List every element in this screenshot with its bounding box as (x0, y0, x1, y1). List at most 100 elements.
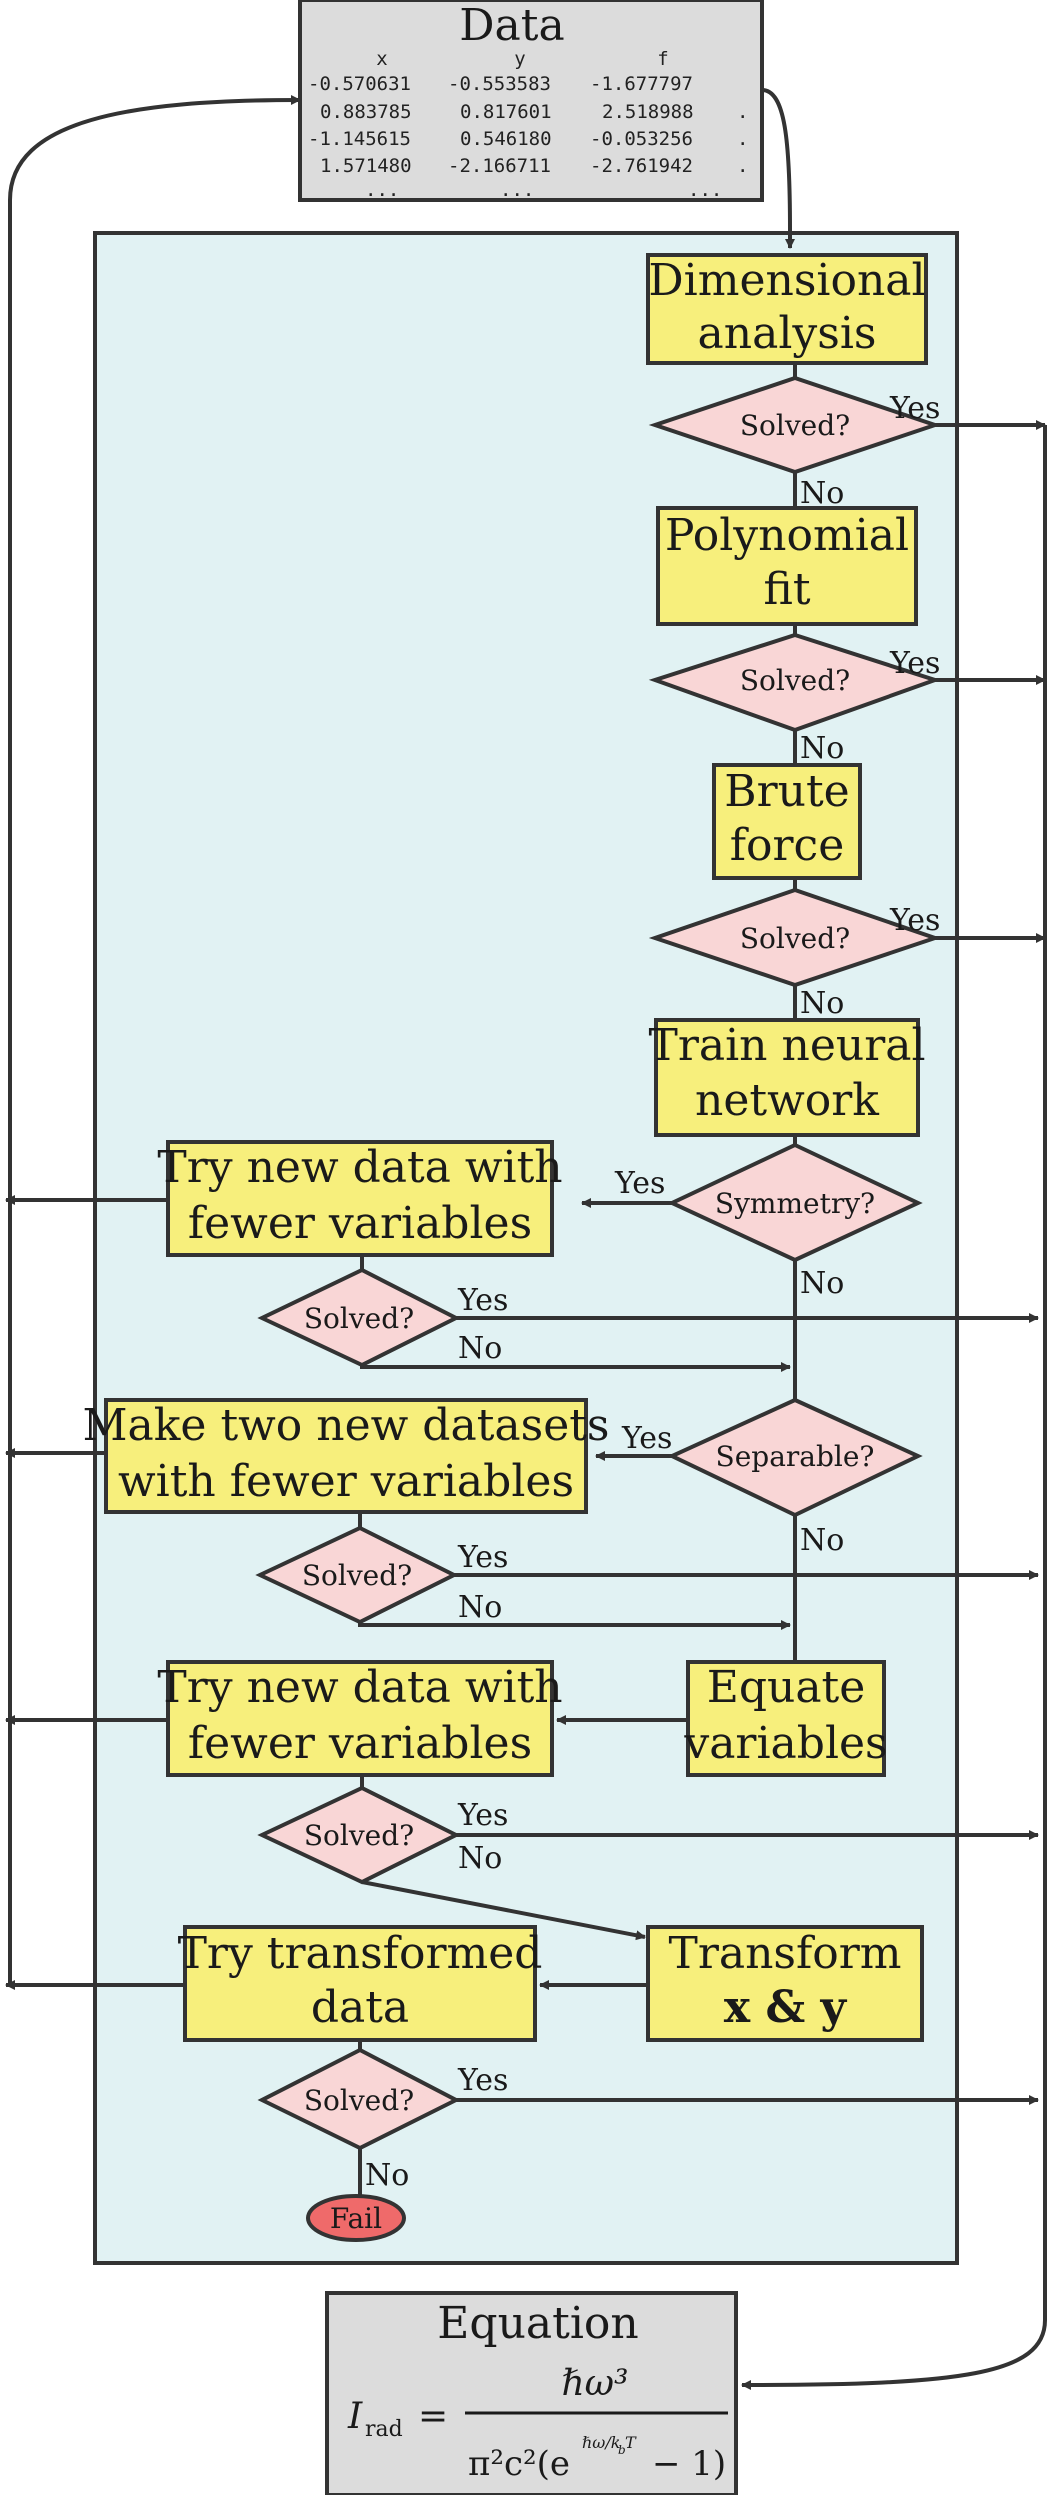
data-cell: . (737, 101, 748, 123)
data-cell: 1.571480 (320, 155, 412, 177)
eq-denominator-a: π²c²(e (468, 2444, 570, 2484)
yes-label: Yes (457, 2063, 508, 2098)
eq-lhs-sub: rad (365, 2417, 403, 2442)
data-box: Data x y f -0.570631 -0.553583 -1.677797… (298, 0, 764, 202)
data-to-analysis-arrow (761, 88, 795, 249)
no-label: No (800, 476, 844, 511)
data-cell: ... (365, 179, 399, 201)
eq-exponent: ℏω/k (582, 2433, 620, 2452)
step-label: Try new data with (157, 1662, 562, 1713)
data-cell: 0.883785 (320, 101, 412, 123)
eq-equals: = (418, 2396, 448, 2437)
data-cell: 2.518988 (602, 101, 694, 123)
yes-label: Yes (457, 1540, 508, 1575)
step-transform: Transform x & y (646, 1925, 924, 2042)
step-label: fit (763, 564, 810, 615)
data-cell: . (737, 128, 748, 150)
step-try-new-1: Try new data with fewer variables (157, 1140, 563, 1257)
step-label: Equate (707, 1662, 866, 1713)
decision-symmetry: Symmetry? (667, 1142, 923, 1263)
no-label: No (458, 1590, 502, 1625)
step-label: x & y (724, 1982, 848, 2033)
no-arrow (360, 1362, 791, 1372)
no-label: No (800, 1266, 844, 1301)
left-feedback-rail (8, 95, 301, 1985)
decision-label: Solved? (302, 1559, 412, 1592)
yes-label: Yes (889, 391, 940, 426)
step-label: Train neural (648, 1020, 925, 1071)
step-label: force (730, 820, 845, 871)
eq-exponent-t: T (625, 2433, 637, 2452)
step-label: Try transformed (178, 1928, 543, 1979)
step-label: variables (683, 1718, 887, 1769)
no-arrow (361, 1880, 646, 1941)
step-make-two: Make two new datasets with fewer variabl… (82, 1398, 610, 1514)
data-header-f: f (657, 48, 668, 70)
data-header-x: x (376, 48, 387, 70)
no-label: No (800, 1523, 844, 1558)
step-try-transformed: Try transformed data (178, 1925, 543, 2042)
decision-solved-7: Solved? (257, 2047, 461, 2151)
yes-label: Yes (457, 1798, 508, 1833)
decision-label: Solved? (304, 2084, 414, 2117)
data-cell: ... (688, 179, 722, 201)
edge-labels: Yes No Yes No Yes No Yes No Yes No Yes N… (365, 391, 940, 2193)
fail-label: Fail (330, 2202, 382, 2235)
data-cell: ... (500, 179, 534, 201)
yes-label: Yes (889, 646, 940, 681)
step-label: with fewer variables (118, 1456, 574, 1507)
yes-label: Yes (614, 1166, 665, 1201)
data-title: Data (459, 0, 564, 51)
step-label: Transform (668, 1928, 901, 1979)
decision-label: Solved? (740, 922, 850, 955)
step-label: Dimensional (648, 255, 925, 306)
no-label: No (800, 731, 844, 766)
eq-exponent-sub: b (618, 2443, 626, 2457)
decision-solved-4: Solved? (257, 1267, 461, 1368)
no-label: No (365, 2158, 409, 2193)
equation-title: Equation (437, 2298, 638, 2349)
step-label: Try new data with (157, 1142, 562, 1193)
step-label: fewer variables (188, 1718, 532, 1769)
step-dimensional: Dimensional analysis (646, 253, 928, 365)
data-cell: -1.677797 (590, 73, 693, 95)
step-label: Brute (724, 766, 849, 817)
decision-solved-3: Solved? (648, 887, 942, 988)
step-label: analysis (698, 308, 877, 359)
yes-label: Yes (621, 1421, 672, 1456)
step-equate: Equate variables (683, 1660, 888, 1777)
connectors (5, 88, 1047, 2390)
no-label: No (458, 1331, 502, 1366)
decision-label: Solved? (740, 409, 850, 442)
fail-node: Fail (306, 2194, 406, 2242)
data-cell: -1.145615 (308, 128, 411, 150)
yes-label: Yes (457, 1283, 508, 1318)
data-cell: -2.761942 (590, 155, 693, 177)
step-label: Make two new datasets (82, 1400, 609, 1451)
step-label: network (695, 1075, 879, 1126)
step-neural: Train neural network (648, 1018, 926, 1137)
decision-solved-2: Solved? (648, 632, 942, 733)
step-brute: Brute force (712, 763, 862, 880)
data-cell: -0.570631 (308, 73, 411, 95)
decision-label: Separable? (716, 1440, 875, 1473)
decision-solved-5: Solved? (255, 1525, 459, 1625)
data-header-y: y (514, 48, 525, 70)
data-cell: 0.546180 (460, 128, 552, 150)
decision-solved-6: Solved? (257, 1785, 461, 1885)
no-label: No (800, 986, 844, 1021)
eq-denominator-b: − 1) (652, 2444, 726, 2484)
step-label: fewer variables (188, 1198, 532, 1249)
right-output-rail (741, 425, 1047, 2390)
data-cell: -0.053256 (590, 128, 693, 150)
data-cell: 0.817601 (460, 101, 552, 123)
step-try-new-2: Try new data with fewer variables (157, 1660, 563, 1777)
decision-separable: Separable? (667, 1397, 923, 1518)
data-cell: -2.166711 (448, 155, 551, 177)
decision-label: Symmetry? (715, 1187, 875, 1220)
eq-lhs: I (347, 2396, 363, 2437)
eq-numerator: ℏω³ (562, 2363, 629, 2404)
data-cell: -0.553583 (448, 73, 551, 95)
equation-box: Equation I rad = ℏω³ π²c²(e ℏω/k b T − 1… (325, 2291, 738, 2495)
